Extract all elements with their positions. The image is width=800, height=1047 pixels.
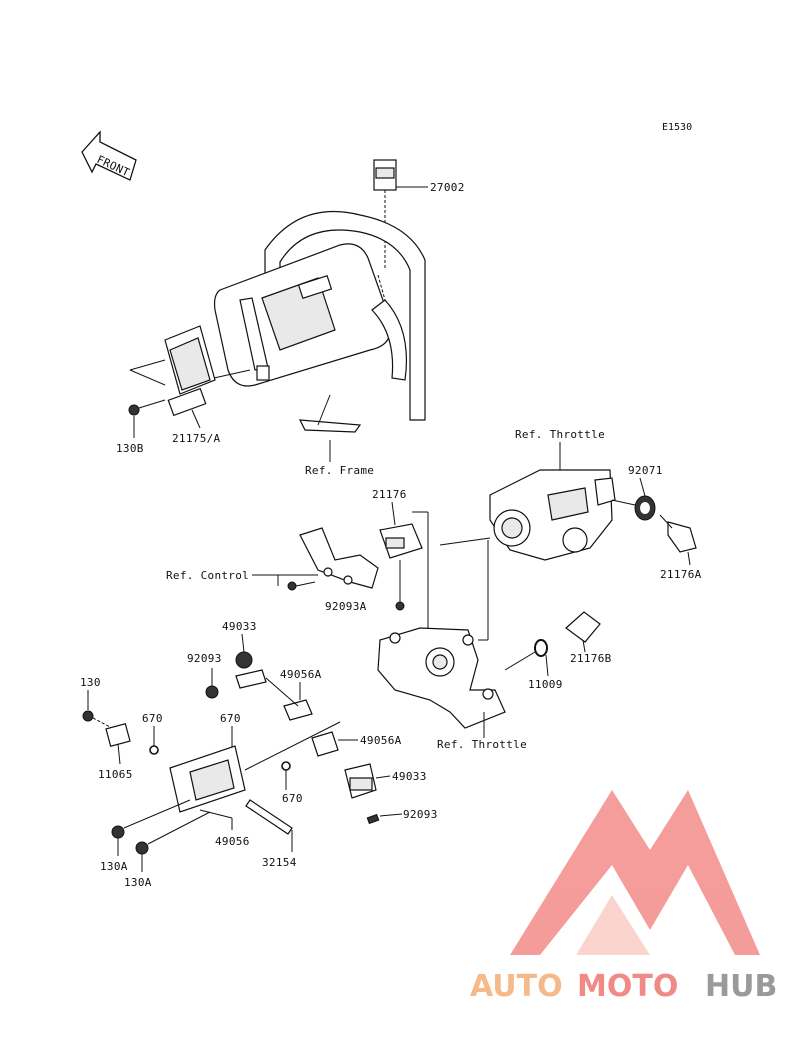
label-49056: 49056 bbox=[215, 835, 250, 848]
watermark-moto: MOTO bbox=[577, 969, 678, 1004]
oring-11009 bbox=[504, 639, 549, 677]
pipe-32154 bbox=[245, 799, 293, 852]
logo-inner bbox=[576, 895, 650, 955]
label-21176: 21176 bbox=[372, 488, 407, 501]
pipe-49056a-b bbox=[311, 731, 358, 757]
label-670b: 670 bbox=[220, 712, 241, 725]
nut-92093a-lower bbox=[205, 668, 219, 699]
ref-control: Ref. Control bbox=[166, 569, 249, 582]
watermark-text: AUTO MOTO HUB bbox=[470, 969, 777, 1004]
damper-11065 bbox=[105, 722, 131, 765]
ref-throttle-top: Ref. Throttle bbox=[515, 428, 605, 441]
label-92093a: 92093 bbox=[187, 652, 222, 665]
bolt-130 bbox=[82, 690, 113, 729]
label-21176B: 21176B bbox=[570, 652, 612, 665]
watermark-logo-icon bbox=[510, 790, 760, 955]
label-670a: 670 bbox=[142, 712, 163, 725]
label-130A-a: 130A bbox=[100, 860, 128, 873]
front-arrow-icon: FRONT bbox=[81, 130, 137, 181]
bolt-control bbox=[287, 581, 316, 591]
label-21175A: 21175/A bbox=[172, 432, 221, 445]
diagram-code: E1530 bbox=[662, 122, 692, 133]
label-130B: 130B bbox=[116, 442, 144, 455]
label-21176A: 21176A bbox=[660, 568, 702, 581]
label-49056A-a: 49056A bbox=[280, 668, 322, 681]
fuel-rail-49056 bbox=[169, 721, 341, 830]
ref-frame: Ref. Frame bbox=[305, 464, 374, 477]
frame-assembly bbox=[204, 211, 426, 433]
label-32154: 32154 bbox=[262, 856, 297, 869]
sensor-21176 bbox=[379, 511, 429, 640]
watermark-auto: AUTO bbox=[470, 969, 563, 1004]
label-92093b: 92093 bbox=[403, 808, 438, 821]
injector-49033b bbox=[344, 763, 391, 799]
seal-92071 bbox=[611, 477, 656, 521]
ref-throttle-bottom: Ref. Throttle bbox=[437, 738, 527, 751]
relay-part bbox=[373, 159, 428, 270]
label-130: 130 bbox=[80, 676, 101, 689]
label-49033b: 49033 bbox=[392, 770, 427, 783]
injector-49033a bbox=[235, 633, 267, 689]
logo-shape bbox=[510, 790, 760, 955]
label-11065: 11065 bbox=[98, 768, 133, 781]
bolt-130a-b bbox=[135, 811, 211, 872]
label-49056A-b: 49056A bbox=[360, 734, 402, 747]
label-11009: 11009 bbox=[528, 678, 563, 691]
label-92093A: 92093A bbox=[325, 600, 367, 613]
clip-92093b bbox=[366, 813, 403, 825]
nut-92093a bbox=[395, 560, 405, 611]
label-92071: 92071 bbox=[628, 464, 663, 477]
bolt-130b bbox=[128, 399, 166, 438]
label-49033a: 49033 bbox=[222, 620, 257, 633]
throttle-body-part bbox=[439, 469, 616, 561]
ecu-part bbox=[129, 325, 216, 429]
oring-670c bbox=[281, 761, 291, 790]
oring-670a bbox=[149, 726, 159, 755]
label-670c: 670 bbox=[282, 792, 303, 805]
bracket-part bbox=[299, 527, 379, 589]
sensor-21176b bbox=[565, 611, 601, 653]
manifold-part bbox=[377, 540, 506, 729]
pipe-49056a-a bbox=[265, 677, 313, 721]
label-27002: 27002 bbox=[430, 181, 465, 194]
label-130A-b: 130A bbox=[124, 876, 152, 889]
sensor-21176a bbox=[659, 514, 697, 566]
watermark-hub: HUB bbox=[705, 969, 777, 1004]
bolt-130a-a bbox=[111, 799, 191, 856]
